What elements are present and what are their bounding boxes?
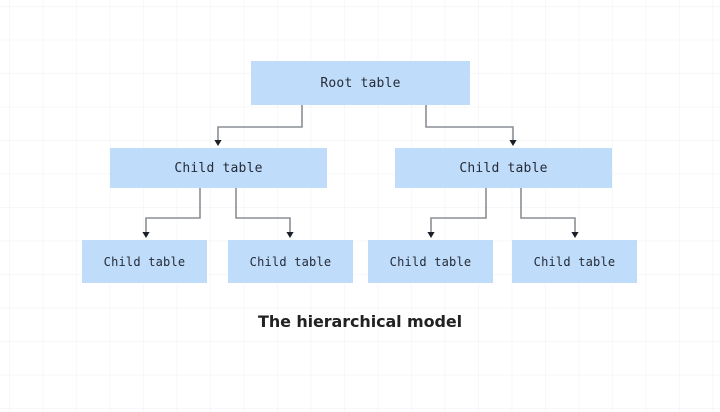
node-mid-left[interactable]: Child table: [110, 148, 327, 188]
arrowhead-icon: [142, 232, 150, 238]
node-label: Child table: [389, 254, 472, 269]
node-label: Child table: [103, 254, 186, 269]
node-mid-right[interactable]: Child table: [395, 148, 612, 188]
node-label: Child table: [174, 160, 263, 176]
connector-line: [520, 188, 576, 233]
node-leaf-4[interactable]: Child table: [512, 240, 637, 283]
node-leaf-3[interactable]: Child table: [368, 240, 493, 283]
node-label: Child table: [459, 160, 548, 176]
arrowhead-icon: [286, 232, 294, 238]
arrowhead-icon: [214, 140, 222, 146]
arrowhead-icon: [509, 140, 517, 146]
connector-line: [430, 188, 487, 233]
connector-mid-left-to-leaf-2: [235, 188, 294, 238]
connector-line: [145, 188, 201, 233]
connector-line: [425, 105, 514, 141]
connector-line: [235, 188, 291, 233]
connector-mid-right-to-leaf-4: [520, 188, 579, 238]
connector-root-to-mid-right: [425, 105, 517, 146]
connector-root-to-mid-left: [214, 105, 303, 146]
connector-mid-left-to-leaf-1: [142, 188, 201, 238]
connector-mid-right-to-leaf-3: [427, 188, 487, 238]
node-leaf-2[interactable]: Child table: [228, 240, 353, 283]
node-label: Root table: [320, 75, 401, 91]
diagram-caption: The hierarchical model: [258, 312, 462, 331]
arrowhead-icon: [427, 232, 435, 238]
node-label: Child table: [249, 254, 332, 269]
node-root[interactable]: Root table: [251, 61, 470, 105]
connector-line: [217, 105, 303, 141]
node-leaf-1[interactable]: Child table: [82, 240, 207, 283]
arrowhead-icon: [571, 232, 579, 238]
node-label: Child table: [533, 254, 616, 269]
